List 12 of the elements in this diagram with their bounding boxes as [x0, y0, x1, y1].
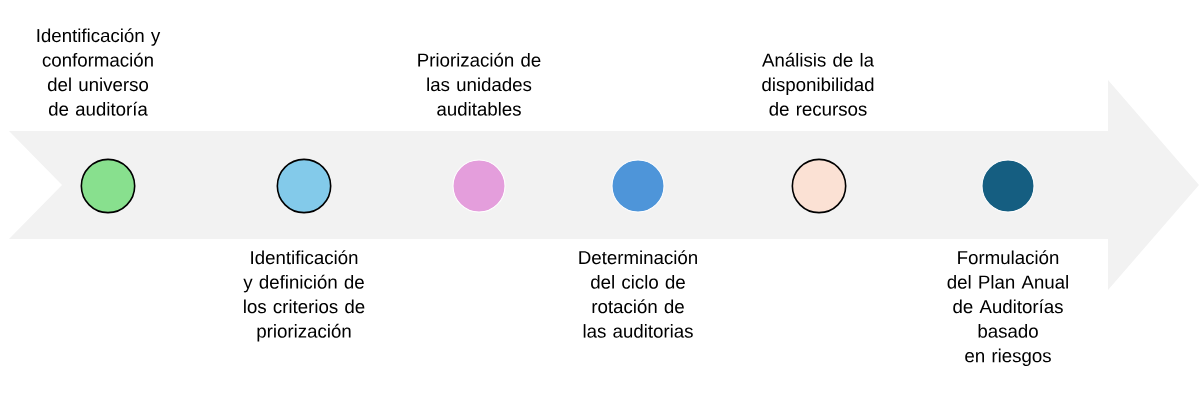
- step-label: Determinación del ciclo de rotación de las auditorias: [579, 250, 697, 338]
- step-label: Formulación del Plan Anual de Auditorías basado en riesgos: [947, 250, 1068, 366]
- step-circle: [80, 158, 136, 214]
- step-circle: [981, 159, 1035, 213]
- step-circle: [452, 159, 506, 213]
- step-circle: [276, 158, 332, 214]
- step-label: Identificación y definición de los criterios de priorización: [243, 250, 365, 342]
- step-label: Identificación y conformación del universo de auditoría: [37, 28, 161, 116]
- step-label: Análisis de la disponibilidad de recursos: [762, 52, 874, 116]
- step-circle: [611, 159, 665, 213]
- step-circle: [791, 158, 847, 214]
- step-label: Priorización de las unidades auditables: [418, 52, 541, 116]
